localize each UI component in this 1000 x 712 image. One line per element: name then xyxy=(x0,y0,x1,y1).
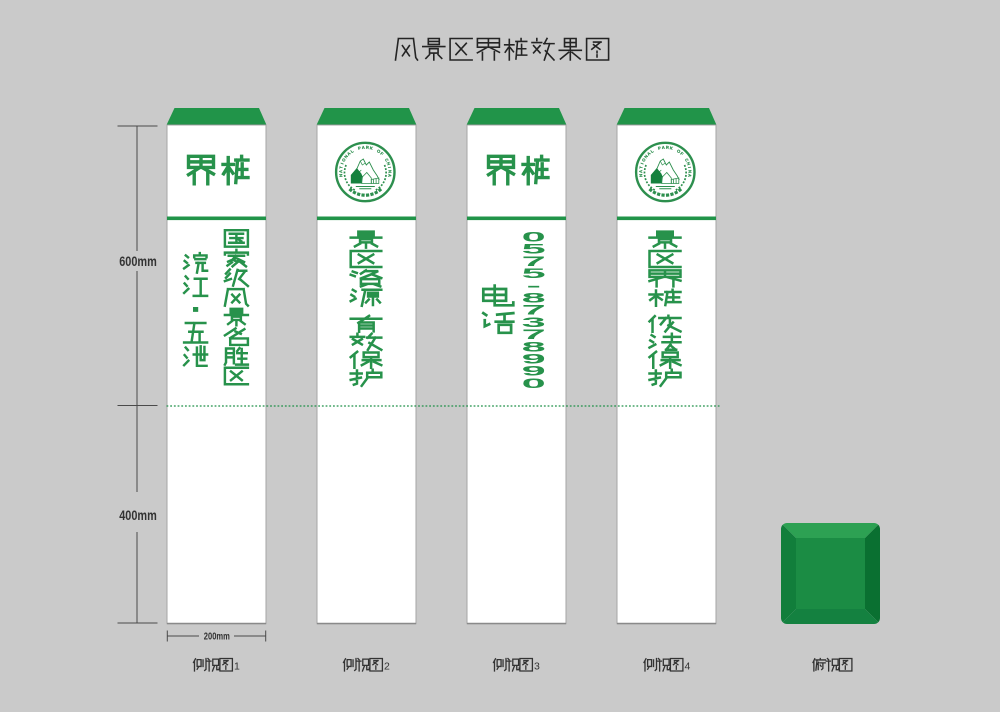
svg-text:5: 5 xyxy=(522,265,546,281)
svg-text:0: 0 xyxy=(522,375,546,391)
svg-text:R: R xyxy=(366,145,369,150)
svg-text:8: 8 xyxy=(522,290,546,306)
svg-text:0: 0 xyxy=(522,229,546,245)
svg-text:200mm: 200mm xyxy=(204,630,230,641)
svg-text:A: A xyxy=(387,174,392,178)
svg-text:A: A xyxy=(338,170,343,173)
svg-text:8: 8 xyxy=(522,339,546,355)
svg-text:N: N xyxy=(343,154,349,159)
svg-text:3: 3 xyxy=(522,314,546,330)
svg-text:7: 7 xyxy=(522,326,546,342)
svg-text:-: - xyxy=(526,278,540,294)
svg-text:A: A xyxy=(346,151,352,157)
svg-text:400mm: 400mm xyxy=(119,508,157,524)
svg-text:H: H xyxy=(386,161,392,166)
svg-text:I: I xyxy=(387,166,392,168)
svg-text:9: 9 xyxy=(522,363,546,379)
svg-text:4: 4 xyxy=(685,661,691,673)
svg-text:O: O xyxy=(341,157,347,163)
svg-text:N: N xyxy=(387,170,392,173)
svg-text:1: 1 xyxy=(234,661,240,673)
svg-text:C: C xyxy=(384,157,390,162)
svg-text:O: O xyxy=(376,148,382,154)
svg-text:3: 3 xyxy=(534,661,540,673)
svg-text:I: I xyxy=(340,162,345,165)
svg-text:5: 5 xyxy=(522,241,546,257)
svg-text:T: T xyxy=(338,165,343,169)
svg-text:A: A xyxy=(362,145,365,150)
svg-text:K: K xyxy=(369,145,373,151)
svg-text:7: 7 xyxy=(522,302,546,318)
svg-text:600mm: 600mm xyxy=(119,254,157,270)
svg-text:L: L xyxy=(350,148,355,154)
svg-text:9: 9 xyxy=(522,351,546,367)
svg-text:7: 7 xyxy=(522,253,546,269)
svg-text:P: P xyxy=(357,145,361,151)
svg-text:F: F xyxy=(379,151,385,157)
svg-text:2: 2 xyxy=(384,661,390,673)
svg-text:N: N xyxy=(338,174,343,178)
